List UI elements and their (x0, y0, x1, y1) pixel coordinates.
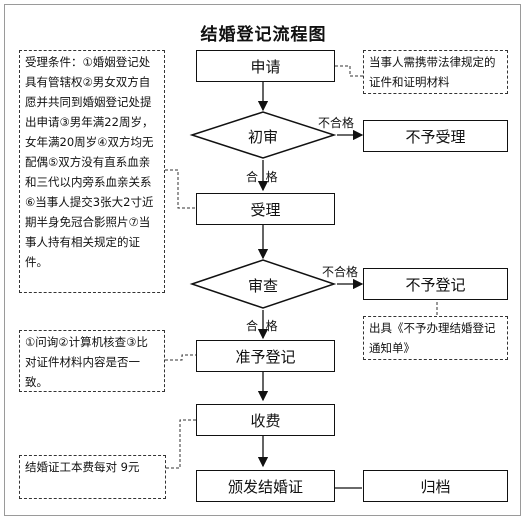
note-link-checks (165, 354, 196, 361)
note-fee: 结婚证工本费每对 9元 (19, 455, 166, 499)
note-conditions: 受理条件：①婚姻登记处具有管辖权②男女双方自愿并共同到婚姻登记处提出申请③男年满… (19, 50, 165, 293)
node-issue: 颁发结婚证 (196, 470, 335, 502)
label-qualified-2: 合 格 (246, 319, 278, 333)
label-unqualified-2: 不合格 (322, 265, 359, 279)
node-archive: 归档 (363, 470, 508, 502)
label-qualified-1: 合 格 (246, 170, 278, 184)
node-fee: 收费 (196, 404, 335, 436)
note-checks: ①问询②计算机核查③比对证件材料内容是否一致。 (19, 330, 165, 392)
node-accept: 受理 (196, 193, 335, 225)
note-link-conditions (165, 169, 196, 209)
diagram-title: 结婚登记流程图 (200, 25, 327, 45)
node-examine: 审查 (247, 277, 278, 295)
label-unqualified-1: 不合格 (318, 116, 355, 130)
node-reject-register: 不予登记 (363, 268, 508, 300)
note-link-materials (335, 65, 363, 77)
note-link-fee (166, 419, 196, 469)
node-apply: 申请 (196, 50, 335, 82)
note-notice: 出具《不予办理结婚登记通知单》 (363, 316, 508, 360)
node-approve: 准予登记 (196, 340, 335, 372)
note-materials: 当事人需携带法律规定的证件和证明材料 (363, 50, 508, 94)
diamond-initial-review (189, 111, 337, 159)
node-initial-review: 初审 (247, 128, 278, 146)
diagram-frame (4, 4, 521, 516)
diamond-examine (189, 259, 337, 309)
node-reject-accept: 不予受理 (363, 120, 508, 152)
